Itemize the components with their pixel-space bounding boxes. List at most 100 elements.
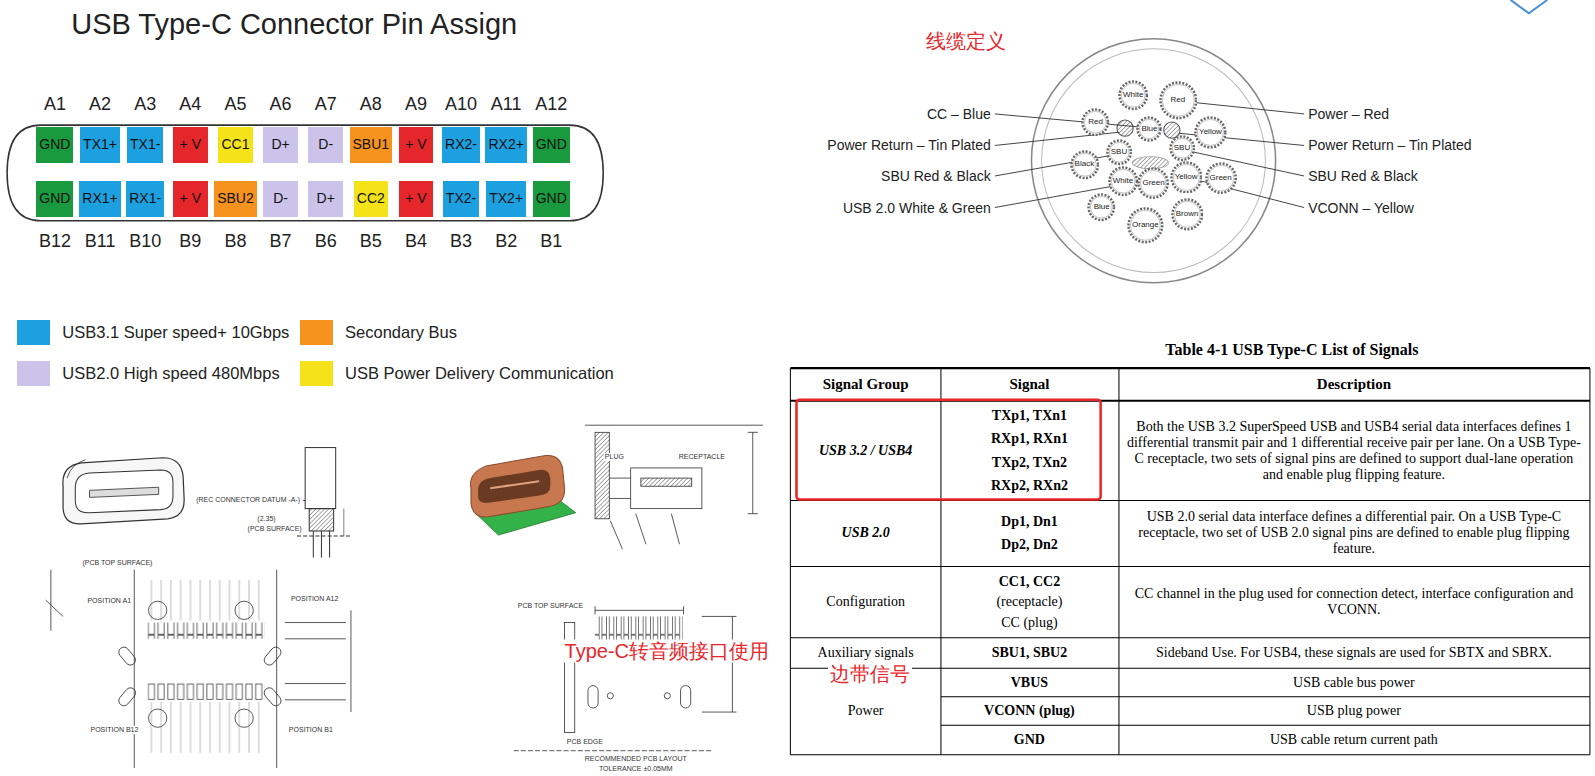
cable-callout: CC – Blue	[927, 106, 991, 122]
table-cell: USB cable return current path	[1126, 731, 1581, 747]
connector-outline	[7, 125, 603, 221]
legend-swatch	[300, 361, 333, 386]
wire-color: Green	[1142, 179, 1164, 188]
pin-box: D-	[263, 181, 298, 217]
drawing-label: (PCB SURFACE)	[247, 525, 303, 533]
pin-box: + V	[173, 127, 208, 163]
wire-ring	[1083, 109, 1108, 134]
pin-name: TX1-	[130, 137, 160, 152]
pin-name: + V	[405, 191, 426, 206]
wire-circle: SBU	[1169, 135, 1195, 161]
wire-color: SBU	[1111, 148, 1127, 157]
pin-number: A6	[270, 93, 292, 114]
wire-circle: Red	[1159, 81, 1198, 120]
pin-box: TX1-	[127, 127, 163, 163]
pin-name: TX1+	[83, 137, 117, 152]
corner-icon	[1511, 0, 1548, 13]
cable-callout: Power Return – Tin Plated	[1308, 137, 1471, 153]
pin-number: A3	[134, 93, 156, 114]
wire-ring	[1174, 202, 1200, 228]
page-title: USB Type-C Connector Pin Assign	[71, 9, 517, 42]
pin-name: GND	[536, 137, 567, 152]
drawing-label: RECEPTACLE	[678, 453, 726, 461]
table-cell: Dp1, Dn1	[1001, 514, 1058, 530]
pin-name: + V	[180, 191, 201, 206]
table-cell: Power	[848, 703, 884, 719]
wire-color: SBU	[1174, 144, 1190, 153]
table-cell: CC channel in the plug used for connecti…	[1126, 586, 1581, 618]
legend-swatch	[300, 320, 333, 345]
table-header: Description	[1317, 376, 1391, 393]
wire-color: Yellow	[1199, 128, 1222, 137]
wire-ring	[1197, 119, 1223, 145]
wire-ring	[1085, 111, 1107, 133]
drawing-label: TOLERANCE ±0.05MM	[598, 765, 674, 773]
pin-number: B1	[540, 231, 562, 252]
wire-ring	[1130, 211, 1160, 241]
wire-ring	[1119, 82, 1146, 109]
wire-ring	[1162, 85, 1194, 117]
cable-cross-section	[1031, 39, 1275, 283]
wire-color: Orange	[1132, 221, 1159, 230]
legend-text: Secondary Bus	[345, 323, 457, 342]
pin-number: B6	[315, 231, 337, 252]
drawing-label: POSITION A12	[290, 595, 339, 603]
pin-box: TX1+	[80, 127, 120, 163]
wire-color: Black	[1075, 160, 1095, 169]
pin-box: D+	[308, 181, 343, 217]
drawing-label: PCB EDGE	[566, 738, 604, 746]
cable-callout: USB 2.0 White & Green	[843, 199, 991, 215]
pin-name: + V	[405, 137, 426, 152]
wire-circle: SBU	[1106, 139, 1132, 165]
pin-number: A7	[315, 93, 337, 114]
table-header: Signal	[1009, 376, 1049, 393]
pin-box: GND	[36, 181, 73, 217]
annotation: Type-C转音频接口使用	[563, 640, 771, 663]
receptacle-side-view	[297, 448, 351, 558]
highlight-box	[796, 400, 1100, 500]
wire-color: Blue	[1094, 203, 1110, 212]
wire-color: Blue	[1141, 125, 1157, 134]
wire-ring	[1129, 209, 1163, 243]
table-cell: VBUS	[1011, 675, 1048, 691]
pin-number: B3	[450, 231, 472, 252]
pin-name: TX2+	[489, 191, 523, 206]
pin-box: TX2-	[443, 181, 479, 217]
wire-color: Green	[1210, 174, 1232, 183]
pin-box: RX2-	[442, 127, 480, 163]
pin-number: B5	[360, 231, 382, 252]
table-cell: TXp1, TXn1	[992, 408, 1067, 424]
pin-number: A11	[491, 93, 522, 114]
pin-number: A5	[224, 93, 246, 114]
table-cell: USB plug power	[1126, 703, 1581, 719]
signal-table-grid	[790, 368, 1590, 755]
wire-color: White	[1123, 91, 1143, 100]
pin-number: B10	[129, 231, 161, 252]
mated-cross-section	[585, 425, 763, 549]
wire-circle: Black	[1070, 150, 1100, 180]
legend-text: USB3.1 Super speed+ 10Gbps	[62, 323, 289, 342]
pin-name: GND	[39, 137, 70, 152]
wire-ring	[1071, 152, 1098, 179]
drawing-label: (REC CONNECTOR DATUM -A-)	[195, 496, 301, 504]
wire-circle: Orange	[1127, 207, 1164, 244]
drawing-label: POSITION B12	[90, 726, 140, 734]
table-cell: USB 2.0	[842, 525, 890, 541]
legend-entry: USB3.1 Super speed+ 10Gbps	[17, 320, 289, 345]
drawing-label: POSITION B1	[288, 726, 334, 734]
wire-ring	[1171, 162, 1201, 192]
pin-box: SBU1	[350, 127, 393, 163]
pin-number: B9	[179, 231, 201, 252]
wire-ring	[1170, 137, 1193, 160]
receptacle-3d	[471, 455, 576, 535]
pin-name: D-	[318, 137, 333, 152]
table-cell: TXp2, TXn2	[992, 455, 1067, 471]
pin-name: RX2+	[488, 137, 523, 152]
table-cell: VCONN (plug)	[984, 703, 1075, 719]
drawing-label: (2.35)	[256, 515, 276, 523]
pin-box: D+	[263, 127, 298, 163]
table-title: Table 4-1 USB Type-C List of Signals	[1165, 341, 1418, 359]
wire-circle: White	[1118, 80, 1148, 110]
wire-ring	[1172, 200, 1202, 230]
